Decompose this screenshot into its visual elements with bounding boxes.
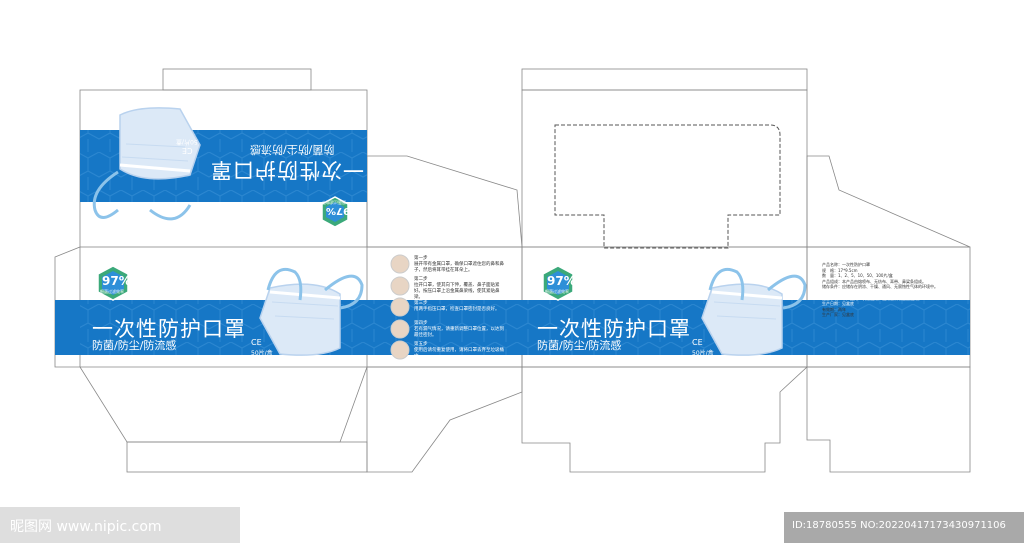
step-2: 第二步拉开口罩，使其向下伸，覆盖、鼻子面贴紧好。按压口罩上沿金属鼻梁线，使其紧贴… [414,277,504,301]
step-1: 第一步展开带有金属口罩，确保口罩遮住您的鼻和鼻子，然后将耳带挂在耳朵上。 [414,256,504,274]
badge-left [97,265,129,301]
step-5-label: 第五步 [414,342,428,347]
top-ce-mark: CE [182,146,193,155]
step-1-text: 展开带有金属口罩，确保口罩遮住您的鼻和鼻子，然后将耳带挂在耳朵上。 [414,262,504,273]
step-3: 第三步用两手指压口罩，检查口罩密封是否良好。 [414,301,504,313]
id-strip [784,512,1024,543]
specs-list: 产品名称：一次性防护口罩 规 格：17*9.5cm 数 量：1、2、5、10、5… [822,262,962,318]
specs-panel [807,300,970,355]
spec-line: 储存条件：应储存在阴凉、干燥、通风、无腐蚀性气体的环境中。 [822,284,938,290]
spec-line: 适用范围：用于日常防护，可阻隔粉尘、飞沫等颗粒物，防止病菌传播。 [822,289,950,295]
top-panel [80,106,367,228]
ear-loop-top [92,170,119,219]
step-3-label: 第三步 [414,301,428,306]
right-badge-percent: 97% [547,274,576,288]
id-text: ID:18780555 NO:20220417173430971106 [792,520,1006,531]
step-4: 第四步若有漏气情况，请重新调整口罩位置，以达到最佳密封。 [414,321,504,339]
ear-loop-right-2 [767,274,807,310]
step-2-label: 第二步 [414,277,428,282]
step-5-text: 使用后请勿重复使用，请将口罩丢弃至垃圾桶中。 [414,348,504,359]
step-3-photo [390,297,410,317]
right-front-panel [522,265,807,357]
steps-panel [367,254,522,360]
left-quantity: 50片/盒 [251,350,273,357]
spec-line: 产品名称：一次性防护口罩 [822,262,870,267]
left-ce-mark: CE [251,338,262,347]
left-front-panel [55,265,367,357]
top-badge-percent: 97% [326,205,350,216]
watermark-strip [0,507,240,543]
right-quantity: 50片/盒 [692,350,714,357]
ear-loop-left [266,267,303,301]
ear-loop-right [708,267,745,301]
step-5-photo [390,340,410,360]
badge-right [542,265,574,301]
step-3-text: 用两手指压口罩，检查口罩密封是否良好。 [414,307,500,312]
spec-line: 生产厂家：见盒底 [822,312,854,318]
step-4-photo [390,319,410,339]
step-4-text: 若有漏气情况，请重新调整口罩位置，以达到最佳密封。 [414,327,504,338]
left-badge-percent: 97% [102,274,131,288]
badge-top [321,196,349,228]
spec-line: 有效期：两年 [822,306,846,312]
ear-loop-top-2 [149,204,192,221]
left-product-subtitle: 防菌/防尘/防流感 [92,339,177,352]
ear-loop-left-2 [324,274,364,310]
right-product-subtitle: 防菌/防尘/防流感 [537,339,622,352]
step-1-photo [390,254,410,274]
spec-line: 数 量：1、2、5、10、50、100片/盒 [822,273,893,279]
watermark-text: 昵图网 www.nipic.com [10,519,162,535]
right-product-title: 一次性防护口罩 [537,317,691,341]
top-product-subtitle: 防菌/防尘/防流感 [250,143,335,156]
right-ce-mark: CE [692,338,703,347]
spec-line: 产品组成：本产品由熔喷布、无纺布、耳带、鼻梁条组成。 [822,278,926,284]
left-badge-caption: 细菌过滤效率 [100,289,124,294]
left-product-title: 一次性防护口罩 [92,317,246,341]
step-1-label: 第一步 [414,256,428,261]
spec-line: 注意事项：本产品为一次性使用，使用后请勿重复使用。 [822,295,922,301]
right-badge-caption: 细菌过滤效率 [545,289,569,294]
step-5: 第五步使用后请勿重复使用，请将口罩丢弃至垃圾桶中。 [414,342,504,360]
top-product-title: 一次性防护口罩 [210,158,364,182]
step-4-label: 第四步 [414,321,428,326]
spec-line: 规 格：17*9.5cm [822,267,858,273]
step-2-photo [390,276,410,296]
spec-line: 生产日期：见盒底 [822,301,854,307]
step-2-text: 拉开口罩，使其向下伸，覆盖、鼻子面贴紧好。按压口罩上沿金属鼻梁线，使其紧贴鼻梁。 [414,283,500,300]
top-badge-caption: 细菌过滤效率 [322,200,346,205]
